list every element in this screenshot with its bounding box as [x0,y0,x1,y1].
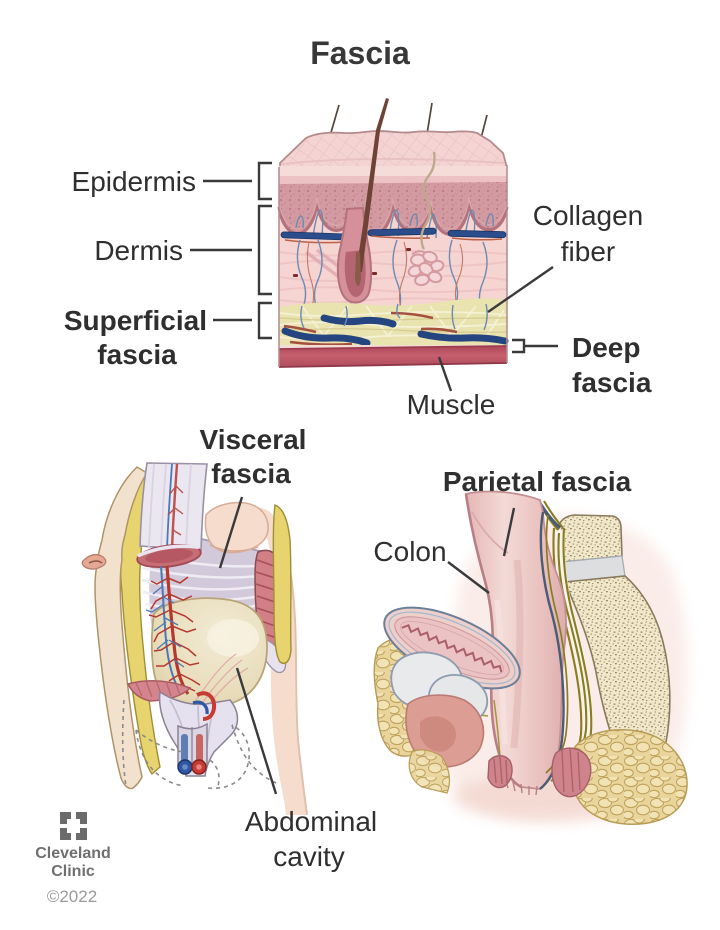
svg-text:Dermis: Dermis [94,235,183,266]
svg-text:Fascia: Fascia [310,35,410,71]
svg-text:Colon: Colon [373,536,446,567]
svg-text:Parietal fascia: Parietal fascia [443,466,632,497]
svg-text:Clinic: Clinic [51,863,95,880]
svg-text:Collagen: Collagen [533,200,644,231]
svg-text:Epidermis: Epidermis [72,166,196,197]
svg-text:Muscle: Muscle [407,389,496,420]
svg-text:fascia: fascia [211,458,291,489]
svg-text:fascia: fascia [97,339,177,370]
svg-text:Deep: Deep [572,332,640,363]
svg-text:Visceral: Visceral [200,424,307,455]
svg-text:Cleveland: Cleveland [35,845,111,862]
svg-text:©2022: ©2022 [47,887,97,906]
svg-text:Superficial: Superficial [64,305,207,336]
svg-text:Abdominal: Abdominal [245,806,377,837]
svg-text:fascia: fascia [572,367,652,398]
svg-text:fiber: fiber [561,236,615,267]
svg-text:cavity: cavity [273,841,345,872]
